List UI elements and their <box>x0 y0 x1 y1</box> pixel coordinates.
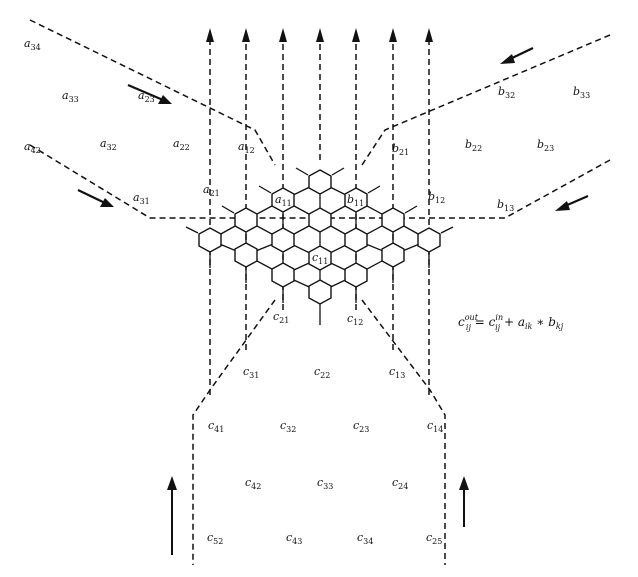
c-flow-arrow-right <box>459 476 469 490</box>
label-b11: b11 <box>347 193 364 208</box>
label-a21: a21 <box>203 183 220 198</box>
label-c52: c52 <box>207 531 223 546</box>
hex-cell <box>234 207 258 233</box>
label-a11: a11 <box>275 193 292 208</box>
label-c22: c22 <box>314 365 330 380</box>
a-labels: a34 a33 a23 a42 a32 a22 a12 a31 a21 a11 <box>24 37 292 208</box>
label-c13: c13 <box>389 365 405 380</box>
label-a42: a42 <box>24 140 41 155</box>
label-a31: a31 <box>133 191 150 206</box>
a-flow-arrow-bottom <box>100 198 114 207</box>
c-matrix-band <box>167 299 469 565</box>
label-b21: b21 <box>392 142 409 157</box>
label-c34: c34 <box>357 531 373 546</box>
hex-cell <box>308 279 332 305</box>
c-flow-arrow-left <box>167 476 177 490</box>
label-c43: c43 <box>286 531 302 546</box>
label-c31: c31 <box>243 365 259 380</box>
hex-cell <box>344 262 368 288</box>
label-c14: c14 <box>427 419 443 434</box>
label-c41: c41 <box>208 419 224 434</box>
label-a33: a33 <box>62 89 79 104</box>
b-labels: b32 b33 b21 b22 b23 b12 b13 b11 <box>347 85 590 213</box>
label-b22: b22 <box>465 138 482 153</box>
label-b33: b33 <box>573 85 590 100</box>
label-c23: c23 <box>353 419 369 434</box>
hex-cell <box>417 227 441 253</box>
label-b23: b23 <box>537 138 554 153</box>
hex-cells <box>198 169 441 305</box>
b-matrix-band <box>310 34 611 219</box>
b-flow-arrow-bottom <box>555 201 570 211</box>
label-c33: c33 <box>317 476 333 491</box>
hex-cell <box>308 207 332 233</box>
label-b13: b13 <box>497 198 514 213</box>
hex-cell <box>198 227 222 253</box>
hex-cell <box>271 227 295 253</box>
label-a23: a23 <box>138 89 155 104</box>
a-matrix-band <box>29 19 330 219</box>
label-a32: a32 <box>100 137 117 152</box>
hex-cell <box>234 242 258 268</box>
hex-cell <box>344 227 368 253</box>
b-flow-arrow-top <box>500 54 515 64</box>
c-labels: c11 c21 c12 c31 c22 c13 c41 c32 c23 c14 … <box>207 251 443 546</box>
label-c11: c11 <box>312 251 328 266</box>
a-flow-arrow-top <box>158 95 172 104</box>
label-a34: a34 <box>24 37 41 52</box>
hex-cell <box>308 245 332 271</box>
label-b32: b32 <box>498 85 515 100</box>
label-c32: c32 <box>280 419 296 434</box>
label-c24: c24 <box>392 476 408 491</box>
hex-cell <box>381 242 405 268</box>
label-a22: a22 <box>173 137 190 152</box>
hex-cell <box>271 187 295 213</box>
label-c12: c12 <box>347 312 363 327</box>
label-c25: c25 <box>426 531 442 546</box>
hex-cell <box>344 187 368 213</box>
hex-cell <box>271 262 295 288</box>
label-b12: b12 <box>428 190 445 205</box>
label-c21: c21 <box>273 310 289 325</box>
hex-cell <box>381 207 405 233</box>
hex-cell <box>308 169 332 195</box>
label-a12: a12 <box>238 140 255 155</box>
label-c42: c42 <box>245 476 261 491</box>
